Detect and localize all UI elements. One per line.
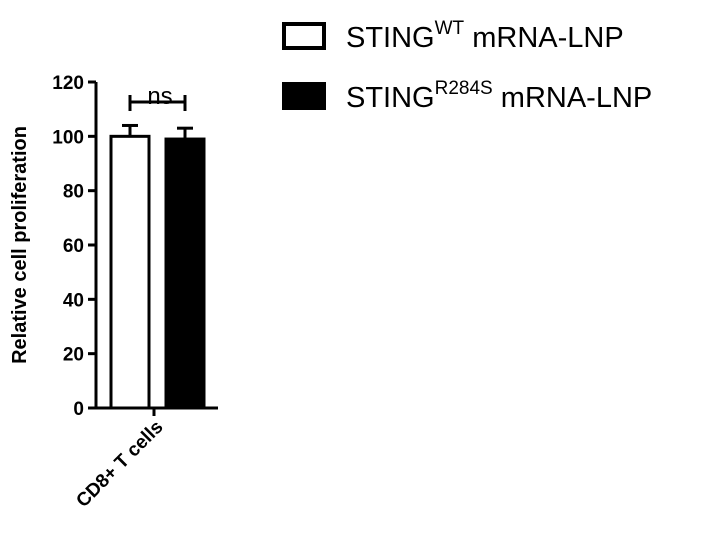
y-tick-label: 80 bbox=[63, 182, 84, 203]
y-tick-label: 100 bbox=[52, 127, 84, 148]
chart-bars bbox=[109, 123, 206, 410]
y-tick-label: 120 bbox=[52, 73, 84, 94]
y-tick-label: 20 bbox=[63, 345, 84, 366]
bar bbox=[164, 137, 206, 410]
y-tick-label: 0 bbox=[73, 399, 84, 420]
legend-swatch bbox=[282, 22, 326, 50]
legend-label: STINGR284S mRNA-LNP bbox=[346, 78, 652, 114]
legend-label: STINGWT mRNA-LNP bbox=[346, 18, 624, 54]
y-axis-label: Relative cell proliferation bbox=[9, 126, 31, 364]
legend-swatch bbox=[282, 82, 326, 110]
chart-legend: STINGWT mRNA-LNP STINGR284S mRNA-LNP bbox=[282, 18, 652, 114]
y-tick-label: 40 bbox=[63, 290, 84, 311]
significance-annotation: ns bbox=[128, 83, 187, 111]
bar bbox=[109, 134, 151, 410]
significance-label: ns bbox=[147, 83, 172, 110]
x-tick-label: CD8+ T cells bbox=[72, 417, 167, 512]
y-tick-label: 60 bbox=[63, 236, 84, 257]
